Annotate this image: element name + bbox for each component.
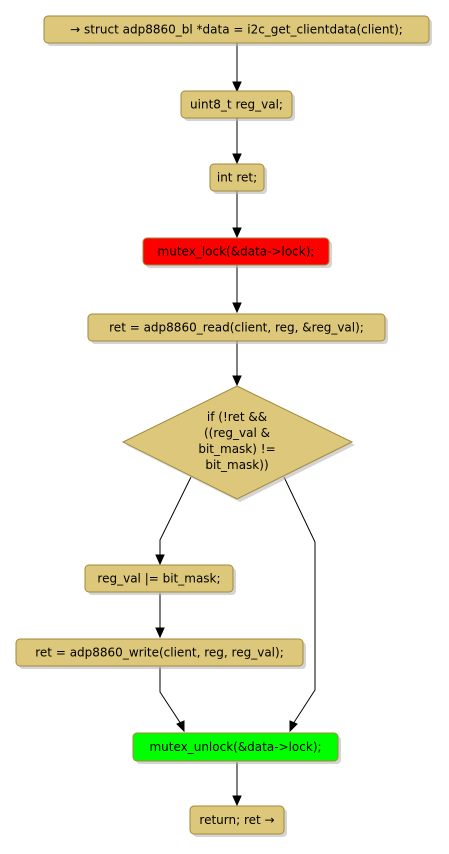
arrowhead <box>232 302 242 314</box>
arrowhead <box>155 627 165 639</box>
node-mutex-lock: mutex_lock(&data->lock); <box>142 237 332 268</box>
node-read-label: ret = adp8860_read(client, reg, &reg_val… <box>109 321 364 335</box>
node-mutex-unlock: mutex_unlock(&data->lock); <box>132 732 341 764</box>
node-write: ret = adp8860_write(client, reg, reg_val… <box>15 638 306 669</box>
node-start-label: → struct adp8860_bl *data = i2c_get_clie… <box>70 23 403 37</box>
node-return: return; ret → <box>189 805 287 837</box>
node-decl-ret-label: int ret; <box>217 171 257 185</box>
arrowhead <box>155 554 165 566</box>
edge-write-to-mutex-unlock <box>159 667 182 725</box>
node-or-assign-label: reg_val |= bit_mask; <box>97 572 220 586</box>
node-read: ret = adp8860_read(client, reg, &reg_val… <box>87 313 388 344</box>
node-condition-line-3: bit_mask) != <box>198 442 275 456</box>
arrowhead <box>176 720 185 733</box>
node-mutex-unlock-label: mutex_unlock(&data->lock); <box>149 740 321 754</box>
node-decl-reg-val-label: uint8_t reg_val; <box>190 98 283 112</box>
node-decl-reg-val: uint8_t reg_val; <box>180 90 295 121</box>
arrowhead <box>289 720 298 733</box>
node-condition-line-1: if (!ret && <box>207 410 267 424</box>
node-condition-line-2: ((reg_val & <box>204 426 270 440</box>
node-decl-ret: int ret; <box>209 163 267 194</box>
node-condition: if (!ret && ((reg_val & bit_mask) != bit… <box>121 385 355 502</box>
node-return-label: return; ret → <box>199 813 274 827</box>
arrowhead <box>232 227 242 239</box>
edges <box>155 43 316 807</box>
edge-condition-to-mutex-unlock <box>283 476 316 725</box>
node-or-assign: reg_val |= bit_mask; <box>84 564 236 595</box>
arrowhead <box>232 375 242 387</box>
arrowhead <box>232 795 242 807</box>
node-mutex-lock-label: mutex_lock(&data->lock); <box>158 245 315 259</box>
node-write-label: ret = adp8860_write(client, reg, reg_val… <box>35 646 284 660</box>
arrowhead <box>232 153 242 165</box>
edge-condition-to-or-assign <box>159 476 192 557</box>
arrowhead <box>232 81 242 93</box>
node-condition-line-4: bit_mask)) <box>205 458 268 472</box>
node-start: → struct adp8860_bl *data = i2c_get_clie… <box>43 15 432 46</box>
